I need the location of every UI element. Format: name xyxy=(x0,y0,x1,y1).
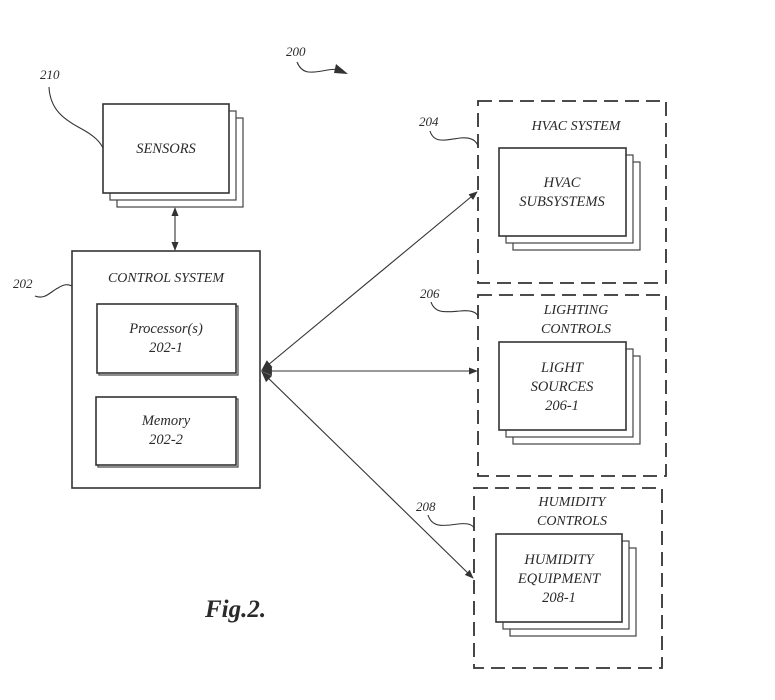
control-system-block: CONTROL SYSTEM Processor(s) 202-1 Memory… xyxy=(13,250,261,489)
control-system-ref-leader xyxy=(34,284,73,298)
light-sources-card xyxy=(498,341,627,431)
sensors-card xyxy=(102,103,230,194)
control-hvac-connector xyxy=(261,191,478,371)
memory-box xyxy=(95,396,237,466)
hvac-subsystems-card xyxy=(498,147,627,237)
lighting-controls-ref: 206 xyxy=(420,286,440,301)
humidity-controls-title-line2: CONTROLS xyxy=(537,514,607,529)
lighting-controls-title-line1: LIGHTING xyxy=(543,303,609,318)
light-sources-ref: 206-1 xyxy=(545,398,579,414)
light-sources-line2: SOURCES xyxy=(531,379,595,395)
lighting-controls-box xyxy=(477,294,667,477)
humidity-equipment-ref: 208-1 xyxy=(542,590,576,606)
humidity-controls-title-line1: HUMIDITY xyxy=(538,495,608,510)
control-system-title: CONTROL SYSTEM xyxy=(108,271,225,286)
hvac-subsystems-line2: SUBSYSTEMS xyxy=(519,194,605,210)
memory-label: Memory xyxy=(141,413,191,429)
processor-ref: 202-1 xyxy=(149,340,183,356)
control-humidity-connector xyxy=(261,371,474,579)
sensors-block: SENSORS 210 xyxy=(40,67,244,208)
humidity-equipment-line2: EQUIPMENT xyxy=(517,571,601,587)
humidity-controls-box xyxy=(473,487,663,669)
control-system-ref: 202 xyxy=(13,276,33,291)
figure-caption: Fig.2. xyxy=(204,596,266,623)
humidity-equipment-line1: HUMIDITY xyxy=(523,552,595,568)
lighting-controls-block: LIGHTING CONTROLS LIGHT SOURCES 206-1 20… xyxy=(420,286,667,477)
humidity-controls-block: HUMIDITY CONTROLS HUMIDITY EQUIPMENT 208… xyxy=(416,487,663,669)
humidity-controls-ref: 208 xyxy=(416,499,436,514)
hvac-system-box xyxy=(477,100,667,284)
lighting-controls-title-line2: CONTROLS xyxy=(541,322,611,337)
processor-label: Processor(s) xyxy=(128,321,203,337)
humidity-controls-ref-leader xyxy=(427,514,475,529)
hvac-system-block: HVAC SYSTEM HVAC SUBSYSTEMS 204 xyxy=(419,100,667,284)
sensors-ref-leader xyxy=(48,86,104,149)
humidity-equipment-card xyxy=(495,533,623,623)
figure-reference: 200 xyxy=(286,44,348,74)
memory-ref: 202-2 xyxy=(149,432,183,448)
hvac-system-ref: 204 xyxy=(419,114,439,129)
figure-ref-number: 200 xyxy=(286,44,306,59)
lighting-controls-ref-leader xyxy=(430,301,479,317)
light-sources-line1: LIGHT xyxy=(540,360,584,376)
sensors-label: SENSORS xyxy=(136,141,196,157)
hvac-system-title: HVAC SYSTEM xyxy=(531,119,622,134)
processor-box xyxy=(96,303,237,374)
hvac-system-ref-leader xyxy=(429,130,479,147)
figure-ref-arrowhead xyxy=(334,64,348,74)
sensors-ref: 210 xyxy=(40,67,60,82)
hvac-subsystems-line1: HVAC xyxy=(543,175,581,191)
